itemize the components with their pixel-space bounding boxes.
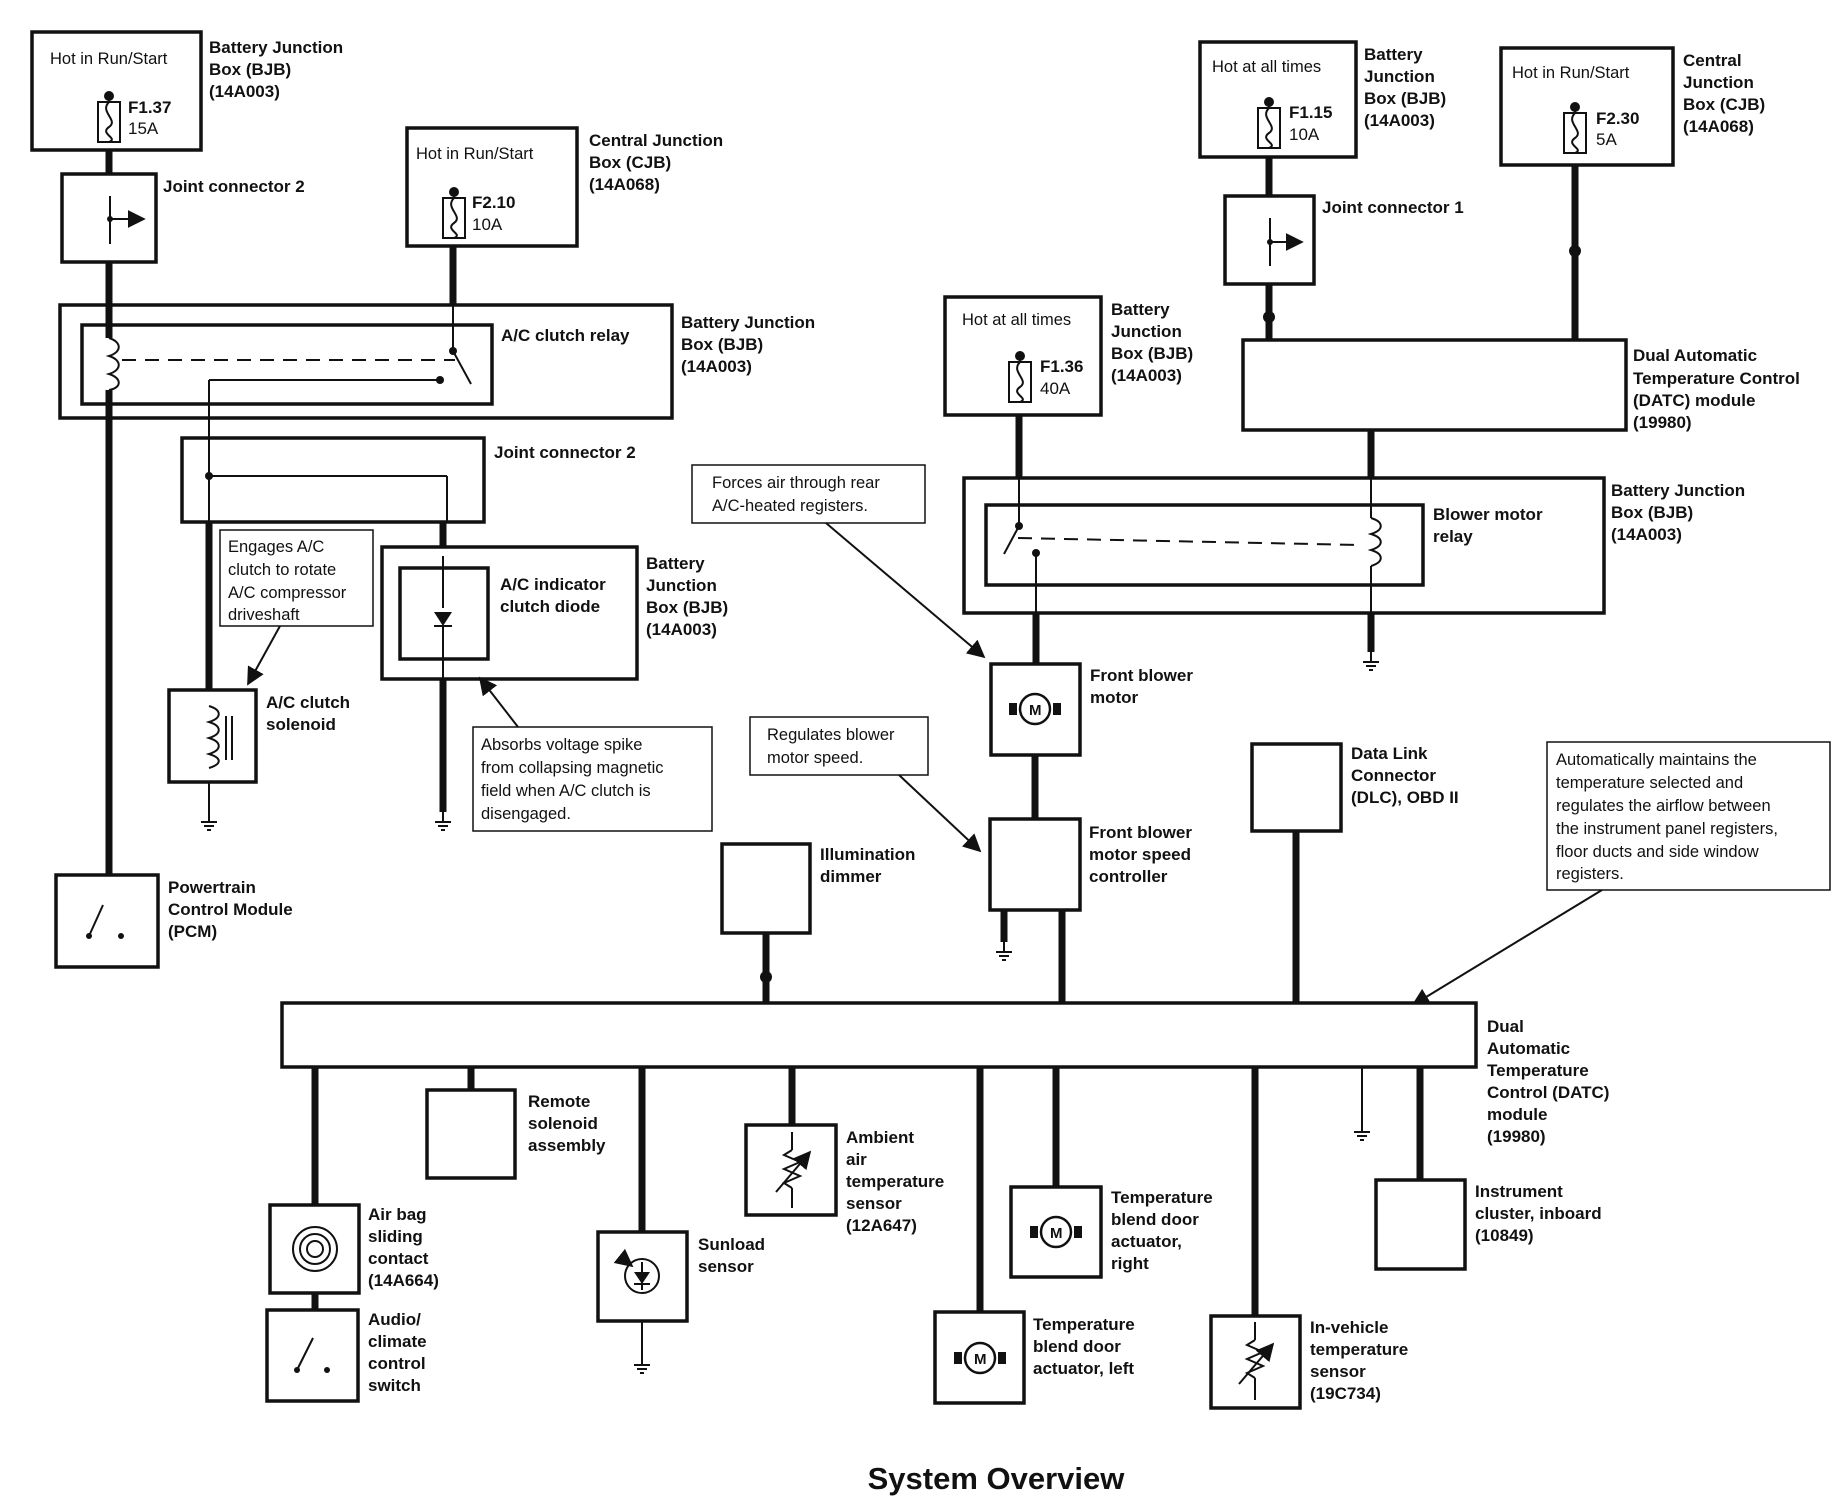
audio-switch-icon bbox=[296, 1337, 314, 1371]
joint-connector-2-top-label: Joint connector 2 bbox=[163, 177, 305, 196]
clockspring-icon bbox=[292, 1226, 338, 1272]
fuse-f2-30-source: Central Junction Box (CJB) (14A068) bbox=[1683, 51, 1770, 136]
note-automatic-text: Automatically maintains the temperature … bbox=[1556, 751, 1783, 883]
instrument-cluster-inboard bbox=[1374, 1178, 1467, 1271]
fuse-box-f1-15 bbox=[1198, 40, 1358, 159]
ac-clutch-relay-source: Battery Junction Box (BJB) (14A003) bbox=[681, 313, 820, 376]
blower-relay-switch-icon bbox=[1003, 525, 1020, 555]
fuse-f1-15-amp: 10A bbox=[1289, 125, 1320, 144]
fuse-box-f1-37 bbox=[30, 30, 203, 152]
front-blower-motor-label: Front blower motor bbox=[1090, 666, 1198, 707]
datc-module-main-label: Dual Automatic Temperature Control (DATC… bbox=[1487, 1017, 1614, 1146]
air-bag-sliding-contact bbox=[268, 1203, 361, 1295]
ground-icon bbox=[434, 811, 452, 831]
relay-coil-icon bbox=[105, 337, 120, 391]
thermistor-icon bbox=[1238, 1322, 1275, 1400]
blower-relay-coil-icon bbox=[1367, 517, 1382, 567]
ground-icon bbox=[633, 1354, 651, 1374]
motor-letter: M bbox=[1050, 1225, 1063, 1242]
note-regulates bbox=[749, 716, 929, 776]
note-engages-text: Engages A/C clutch to rotate A/C compres… bbox=[228, 538, 351, 624]
datc-module-top-label: Dual Automatic Temperature Control (DATC… bbox=[1633, 346, 1805, 432]
thermistor-icon bbox=[775, 1132, 812, 1208]
diode-icon bbox=[434, 612, 452, 626]
photodiode-icon bbox=[613, 1248, 660, 1294]
ground-icon bbox=[995, 941, 1013, 961]
motor-letter: M bbox=[974, 1351, 987, 1368]
blower-motor-relay-label: Blower motor relay bbox=[1433, 505, 1547, 546]
temperature-blend-door-actuator-left bbox=[933, 1310, 1026, 1405]
fuse-box-f2-30 bbox=[1499, 46, 1675, 167]
audio-climate-control-switch bbox=[265, 1308, 360, 1403]
note-absorbs bbox=[472, 726, 713, 832]
fuse-f1-36-amp: 40A bbox=[1040, 379, 1071, 398]
front-blower-motor bbox=[989, 662, 1082, 757]
front-blower-motor-speed-controller bbox=[988, 817, 1082, 912]
fuse-f1-37-hot-label: Hot in Run/Start bbox=[50, 50, 168, 68]
ground-icon bbox=[200, 811, 218, 831]
ac-clutch-relay-label: A/C clutch relay bbox=[501, 326, 630, 345]
fuse-f1-36-hot-label: Hot at all times bbox=[962, 311, 1071, 329]
fuse-f1-37-id: F1.37 bbox=[128, 98, 171, 117]
fuse-f1-15-source: Battery Junction Box (BJB) (14A003) bbox=[1364, 45, 1451, 130]
remote-solenoid-assembly-label: Remote solenoid assembly bbox=[528, 1092, 606, 1155]
fuse-f2-30-id: F2.30 bbox=[1596, 109, 1639, 128]
datc-module-top bbox=[1241, 338, 1628, 432]
fuse-f1-37-source: Battery Junction Box (BJB) (14A003) bbox=[209, 38, 348, 101]
joint-connector-1-label: Joint connector 1 bbox=[1322, 198, 1464, 217]
datc-module-main bbox=[280, 1001, 1478, 1069]
fuse-f1-15-id: F1.15 bbox=[1289, 103, 1332, 122]
blower-motor-relay bbox=[984, 503, 1425, 587]
ambient-air-temperature-sensor-label: Ambient air temperature sensor (12A647) bbox=[846, 1128, 949, 1235]
note-absorbs-text: Absorbs voltage spike from collapsing ma… bbox=[481, 736, 668, 823]
remote-solenoid-assembly bbox=[425, 1088, 517, 1180]
fuse-f2-10-id: F2.10 bbox=[472, 193, 515, 212]
fuse-f1-36-id: F1.36 bbox=[1040, 357, 1083, 376]
joint-connector-2-mid-label: Joint connector 2 bbox=[494, 443, 636, 462]
ground-icon bbox=[1362, 651, 1380, 671]
fuse-f1-37-amp: 15A bbox=[128, 119, 159, 138]
fuse-f2-30-hot-label: Hot in Run/Start bbox=[1512, 64, 1630, 82]
pcm-switch-icon bbox=[88, 904, 104, 937]
ac-clutch-solenoid-label: A/C clutch solenoid bbox=[266, 693, 355, 734]
note-automatic bbox=[1546, 741, 1831, 891]
air-bag-sliding-contact-label: Air bag sliding contact (14A664) bbox=[368, 1205, 439, 1290]
temperature-blend-door-actuator-left-label: Temperature blend door actuator, left bbox=[1033, 1315, 1139, 1378]
temperature-blend-door-actuator-right-label: Temperature blend door actuator, right bbox=[1111, 1188, 1217, 1273]
fuse-f1-15-hot-label: Hot at all times bbox=[1212, 58, 1321, 76]
blower-motor-relay-source: Battery Junction Box (BJB) (14A003) bbox=[1611, 481, 1750, 544]
solenoid-coil-icon bbox=[205, 705, 220, 769]
fuse-f2-10-source: Central Junction Box (CJB) (14A068) bbox=[589, 131, 728, 194]
ac-indicator-clutch-diode-label: A/C indicator clutch diode bbox=[500, 575, 611, 616]
fuse-box-f2-10 bbox=[405, 126, 579, 248]
fuse-f2-10-amp: 10A bbox=[472, 215, 503, 234]
fuse-f2-30-amp: 5A bbox=[1596, 130, 1617, 149]
powertrain-control-module-label: Powertrain Control Module (PCM) bbox=[168, 878, 297, 941]
front-blower-motor-speed-controller-label: Front blower motor speed controller bbox=[1089, 823, 1197, 886]
ground-icon bbox=[1353, 1121, 1371, 1141]
in-vehicle-temperature-sensor-label: In-vehicle temperature sensor (19C734) bbox=[1310, 1318, 1413, 1403]
note-forces bbox=[691, 464, 926, 524]
joint-connector-2-mid bbox=[180, 436, 486, 524]
motor-letter: M bbox=[1029, 702, 1042, 719]
data-link-connector-label: Data Link Connector (DLC), OBD II bbox=[1351, 744, 1459, 807]
note-regulates-text: Regulates blower motor speed. bbox=[767, 726, 899, 767]
relay-switch-icon bbox=[452, 350, 472, 385]
sunload-sensor-label: Sunload sensor bbox=[698, 1235, 770, 1276]
temperature-blend-door-actuator-right bbox=[1009, 1185, 1103, 1279]
data-link-connector bbox=[1250, 742, 1343, 833]
illumination-dimmer-label: Illumination dimmer bbox=[820, 845, 920, 886]
fuse-f2-10-hot-label: Hot in Run/Start bbox=[416, 145, 534, 163]
page-title: System Overview bbox=[868, 1461, 1126, 1496]
powertrain-control-module bbox=[54, 873, 160, 969]
note-forces-text: Forces air through rear A/C-heated regis… bbox=[712, 474, 884, 515]
illumination-dimmer bbox=[720, 842, 812, 935]
audio-climate-control-switch-label: Audio/ climate control switch bbox=[368, 1310, 431, 1395]
ac-clutch-relay bbox=[80, 323, 494, 406]
instrument-cluster-inboard-label: Instrument cluster, inboard (10849) bbox=[1475, 1182, 1606, 1245]
fuse-f1-36-source: Battery Junction Box (BJB) (14A003) bbox=[1111, 300, 1198, 385]
ac-diode-source: Battery Junction Box (BJB) (14A003) bbox=[646, 554, 733, 639]
note-engages bbox=[219, 529, 374, 627]
